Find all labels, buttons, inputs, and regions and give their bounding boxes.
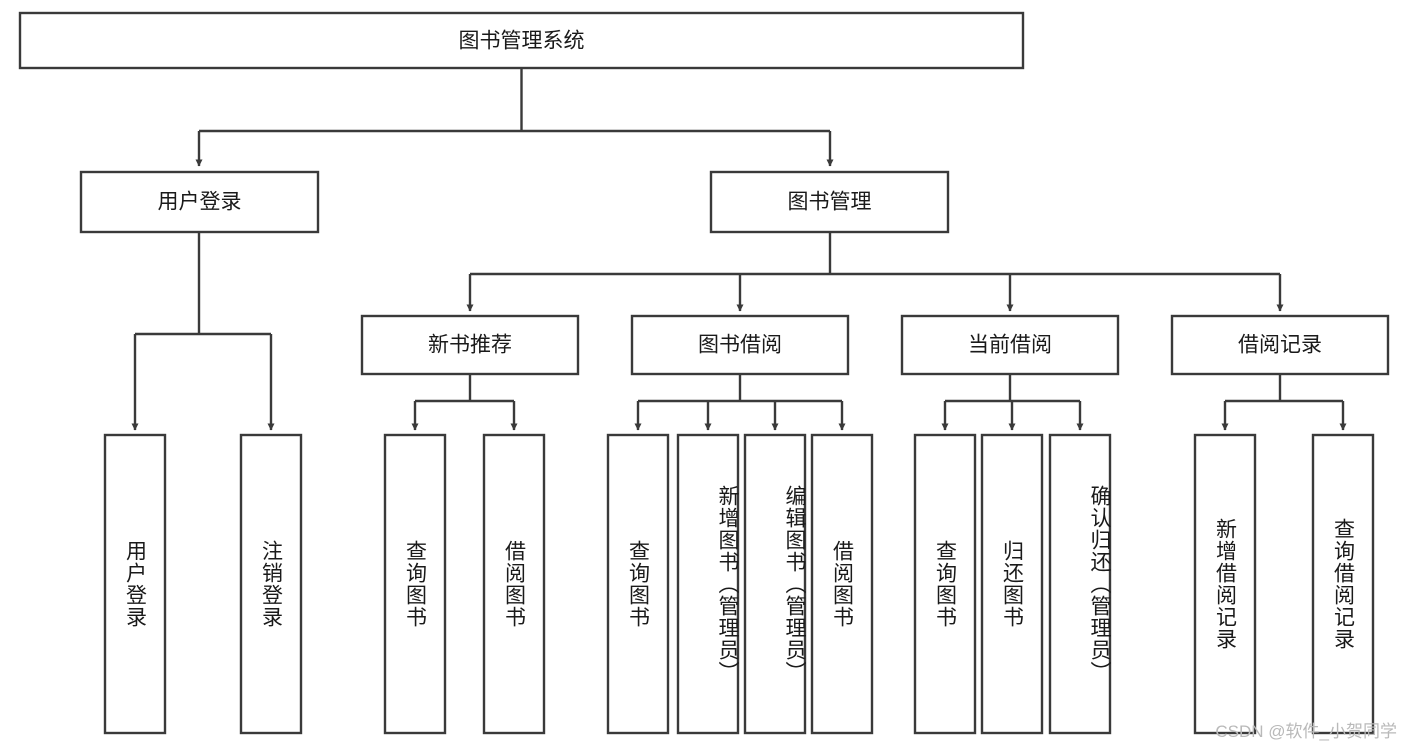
edge-new-book-recommend-to-leaves (411, 374, 518, 431)
edge-user-login-to-leaves (131, 232, 275, 431)
node-leaf-add-book[interactable] (676, 433, 740, 735)
edge-borrow-record-to-leaves (1221, 374, 1347, 431)
node-borrow-record-label: 借阅记录 (1238, 334, 1322, 357)
node-leaf-query-book-1[interactable] (383, 433, 447, 735)
node-leaf-user-login[interactable] (103, 433, 167, 735)
node-new-book-recommend[interactable]: 新书推荐 (360, 314, 580, 376)
node-leaf-return-book[interactable] (980, 433, 1044, 735)
node-root[interactable]: 图书管理系统 (18, 11, 1025, 70)
edge-root-to-level2 (195, 68, 834, 167)
node-leaf-query-record[interactable] (1311, 433, 1375, 735)
node-leaf-query-book-2[interactable] (606, 433, 670, 735)
node-user-login[interactable]: 用户登录 (79, 170, 320, 234)
node-leaf-borrow-book-1[interactable] (482, 433, 546, 735)
node-leaf-confirm-return[interactable] (1048, 433, 1112, 735)
watermark-text: CSDN @软件_小贺同学 (1215, 722, 1397, 741)
node-book-management-label: 图书管理 (788, 191, 872, 214)
node-book-management[interactable]: 图书管理 (709, 170, 950, 234)
node-leaf-user-logout[interactable] (239, 433, 303, 735)
edge-book-borrow-to-leaves (634, 374, 846, 431)
node-leaf-query-book-3[interactable] (913, 433, 977, 735)
node-leaf-borrow-book-2[interactable] (810, 433, 874, 735)
node-user-login-label: 用户登录 (158, 191, 242, 214)
node-leaf-add-record[interactable] (1193, 433, 1257, 735)
node-new-book-recommend-label: 新书推荐 (428, 334, 512, 357)
node-root-label: 图书管理系统 (459, 30, 585, 53)
edge-book-management-to-level3 (466, 232, 1284, 312)
node-book-borrow[interactable]: 图书借阅 (630, 314, 850, 376)
node-leaf-edit-book[interactable] (743, 433, 807, 735)
node-current-borrow[interactable]: 当前借阅 (900, 314, 1120, 376)
node-current-borrow-label: 当前借阅 (968, 334, 1052, 357)
node-borrow-record[interactable]: 借阅记录 (1170, 314, 1390, 376)
edge-current-borrow-to-leaves (941, 374, 1084, 431)
node-book-borrow-label: 图书借阅 (698, 334, 782, 357)
